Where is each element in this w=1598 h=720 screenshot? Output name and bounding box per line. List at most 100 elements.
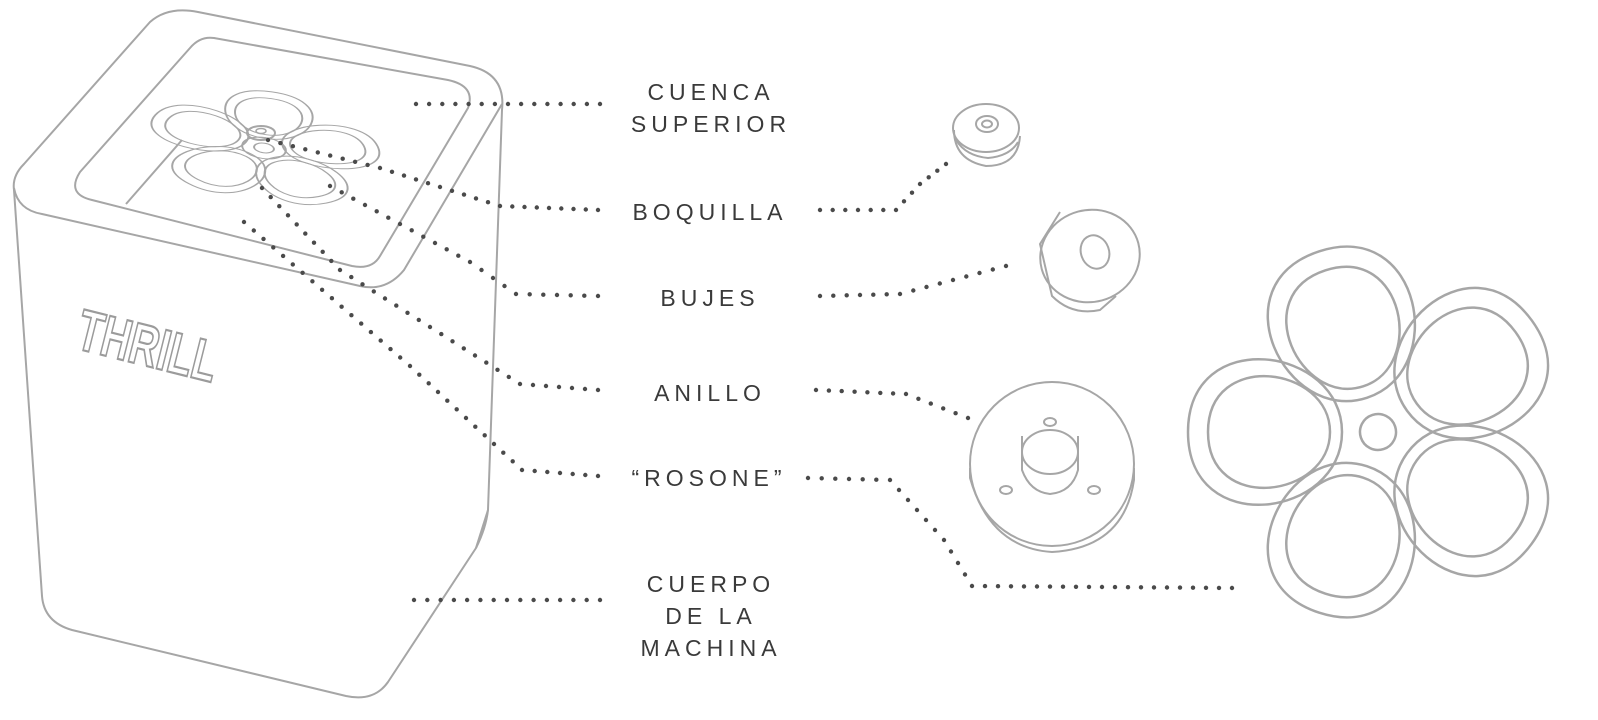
leader-dot xyxy=(905,497,911,503)
leader-dot xyxy=(545,469,550,475)
leader-dot xyxy=(502,283,507,289)
leader-dot xyxy=(413,101,419,107)
leader-dot xyxy=(386,215,391,220)
leader-dot xyxy=(368,329,374,335)
leader-dot xyxy=(597,597,603,603)
leader-dot xyxy=(426,101,432,107)
label-cuenca-superior: CUENCA SUPERIOR xyxy=(630,79,792,137)
leader-dot xyxy=(454,407,459,412)
leader-dot xyxy=(440,101,445,107)
leader-dot xyxy=(398,355,403,360)
leader-dot xyxy=(1008,584,1014,589)
leader-dot xyxy=(554,292,560,298)
leader-dot xyxy=(855,207,861,213)
leader-dot xyxy=(878,390,883,396)
leader-dot xyxy=(948,549,954,554)
leader-dot xyxy=(1047,584,1053,589)
petal xyxy=(1186,357,1344,507)
leader-dot xyxy=(571,206,576,212)
leader-dot xyxy=(582,293,587,298)
leader-dot xyxy=(461,346,466,351)
leader-dot xyxy=(570,471,575,477)
leader-dot xyxy=(964,274,969,279)
leader-dot xyxy=(280,253,286,259)
leader-dot xyxy=(374,209,379,214)
leader-dot xyxy=(582,386,588,392)
leader-dot xyxy=(504,597,510,603)
leader-dot xyxy=(916,396,921,401)
label-cuerpo-de-la-machina: CUERPO DE LA MACHINA xyxy=(640,571,782,661)
petal xyxy=(1285,265,1401,390)
leader-dot xyxy=(982,583,988,589)
brand-logo: THRILL xyxy=(71,297,225,395)
leader-dot xyxy=(241,219,247,225)
leader-boquilla-left xyxy=(265,137,601,213)
leader-dot xyxy=(300,270,305,275)
petal xyxy=(1406,438,1530,558)
leader-dot xyxy=(541,292,546,297)
leader-dot xyxy=(844,293,849,298)
leader-dot xyxy=(439,331,444,337)
leader-dot xyxy=(531,597,536,603)
machine-body xyxy=(12,9,504,699)
leader-dot xyxy=(857,292,863,298)
leader-dot xyxy=(421,234,426,239)
leader-dot xyxy=(473,424,478,429)
leader-dot xyxy=(492,101,498,107)
leader-dot xyxy=(568,293,573,298)
leader-dot xyxy=(510,204,515,209)
leader-dot xyxy=(569,385,575,391)
leader-dot xyxy=(427,324,433,330)
leader-dot xyxy=(1125,585,1131,590)
leader-dot xyxy=(261,236,266,242)
leader-dot xyxy=(409,228,414,233)
leader-dot xyxy=(903,391,909,397)
leader-dot xyxy=(290,262,295,267)
leader-dot xyxy=(846,476,852,482)
leader-dot xyxy=(953,411,958,416)
leader-dot xyxy=(831,293,836,298)
leader-dot xyxy=(473,196,479,201)
leader-dot xyxy=(571,597,576,603)
leader-dot xyxy=(843,207,848,213)
leader-dot xyxy=(871,292,876,297)
leader-dot xyxy=(544,597,550,603)
leader-dot xyxy=(941,537,947,543)
petal xyxy=(1266,461,1417,619)
petal xyxy=(1285,474,1401,599)
leader-dot xyxy=(926,175,931,180)
leader-dot xyxy=(557,597,563,603)
leader-dot xyxy=(311,240,317,245)
leader-dot xyxy=(482,433,487,438)
leader-dot xyxy=(595,473,601,479)
leader-dot xyxy=(896,487,902,493)
leader-dot xyxy=(595,207,601,213)
leader-dot xyxy=(545,101,550,107)
leader-dot xyxy=(495,367,500,372)
leader-dot xyxy=(839,388,844,394)
leader-dot xyxy=(517,381,523,387)
leader-dot xyxy=(805,475,811,481)
petal xyxy=(234,97,304,136)
leader-dot xyxy=(1003,263,1009,269)
leader-dot xyxy=(914,507,920,513)
leader-dot xyxy=(378,338,383,343)
leader-dot xyxy=(278,140,283,146)
leader-dot xyxy=(359,321,364,326)
leader-dot xyxy=(485,200,491,205)
leader-dot xyxy=(432,240,438,246)
leader-dot xyxy=(382,296,388,301)
leader-dot xyxy=(268,194,273,200)
leader-dot xyxy=(490,275,496,281)
leader-dot xyxy=(445,398,450,403)
leader-dot xyxy=(320,249,325,254)
leader-dot xyxy=(444,247,449,252)
leader-dot xyxy=(1138,585,1144,590)
petal xyxy=(1393,424,1550,578)
leader-dot xyxy=(583,207,588,212)
leader-dot xyxy=(1229,585,1235,591)
leader-dot xyxy=(303,231,308,236)
leader-dot xyxy=(290,144,296,149)
leader-boquilla-right xyxy=(817,161,949,213)
